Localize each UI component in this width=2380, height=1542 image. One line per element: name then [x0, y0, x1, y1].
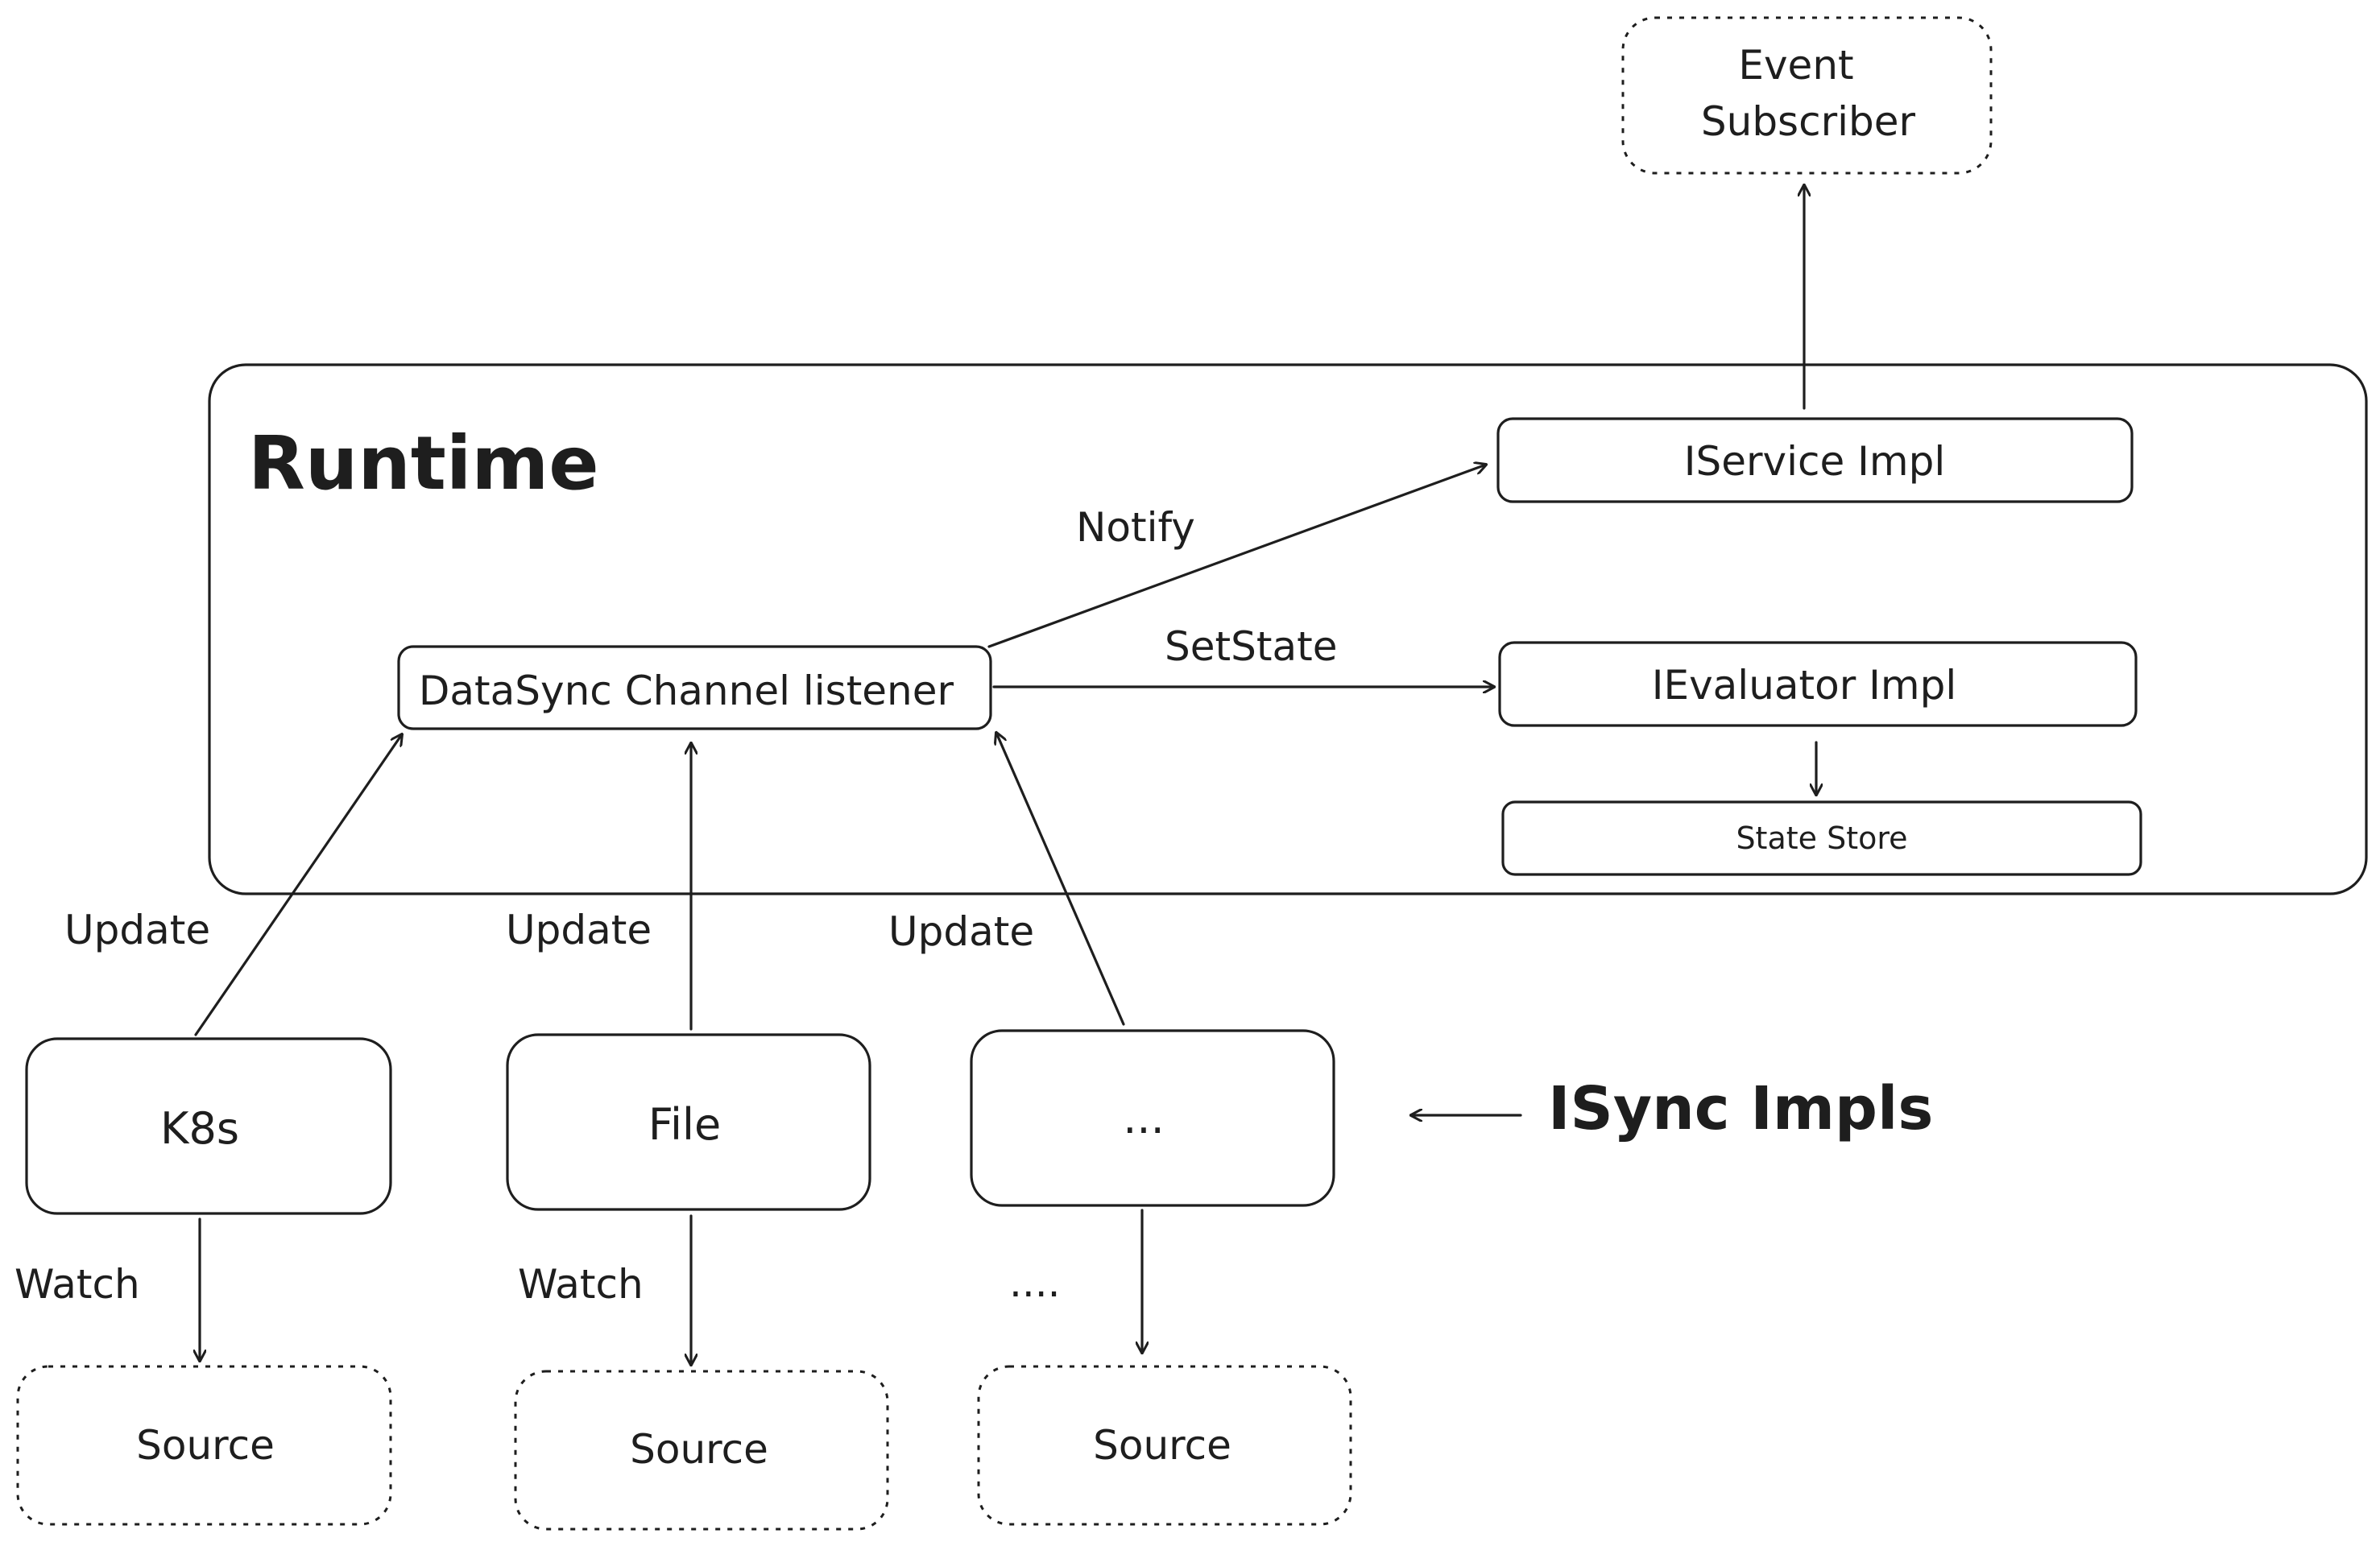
update-label-file: Update [506, 907, 652, 953]
set-state-label: SetState [1165, 623, 1337, 670]
update-arrow-other [996, 733, 1125, 1026]
notify-arrow [987, 465, 1486, 648]
datasync-listener-box: DataSync Channel listener [397, 645, 992, 730]
source-label-other: Source [1093, 1422, 1231, 1469]
file-sync-label: File [648, 1099, 721, 1150]
watch-label-file: Watch [518, 1261, 644, 1308]
datasync-listener-label: DataSync Channel listener [419, 668, 954, 714]
event-subscriber-line1: Event [1738, 42, 1853, 89]
event-subscriber-line2: Subscriber [1701, 98, 1916, 145]
iservice-impl-box: IService Impl [1496, 417, 2134, 503]
runtime-title: Runtime [248, 420, 599, 506]
watch-label-k8s: Watch [14, 1261, 140, 1308]
notify-label: Notify [1076, 504, 1195, 551]
source-box-other: Source [977, 1365, 1352, 1526]
isync-impls-label: ISync Impls [1548, 1074, 1933, 1143]
ievaluator-impl-label: IEvaluator Impl [1652, 662, 1957, 709]
source-label-k8s: Source [136, 1422, 275, 1469]
k8s-sync-label: K8s [160, 1103, 239, 1154]
source-label-file: Source [630, 1426, 768, 1473]
other-sync-box: ... [970, 1029, 1335, 1207]
k8s-sync-box: K8s [25, 1037, 392, 1215]
source-box-file: Source [514, 1370, 889, 1531]
update-label-k8s: Update [64, 907, 210, 953]
file-sync-box: File [506, 1033, 871, 1211]
state-store-box: State Store [1501, 800, 2142, 876]
state-store-label: State Store [1736, 821, 1907, 856]
event-subscriber-box: Event Subscriber [1621, 16, 1993, 175]
ievaluator-impl-box: IEvaluator Impl [1498, 641, 2138, 727]
source-box-k8s: Source [16, 1365, 392, 1526]
update-arrow-k8s [194, 734, 402, 1036]
other-sync-label: ... [1123, 1093, 1165, 1143]
update-label-other: Update [888, 908, 1034, 955]
iservice-impl-label: IService Impl [1684, 438, 1946, 485]
watch-label-other: .... [1009, 1259, 1061, 1306]
